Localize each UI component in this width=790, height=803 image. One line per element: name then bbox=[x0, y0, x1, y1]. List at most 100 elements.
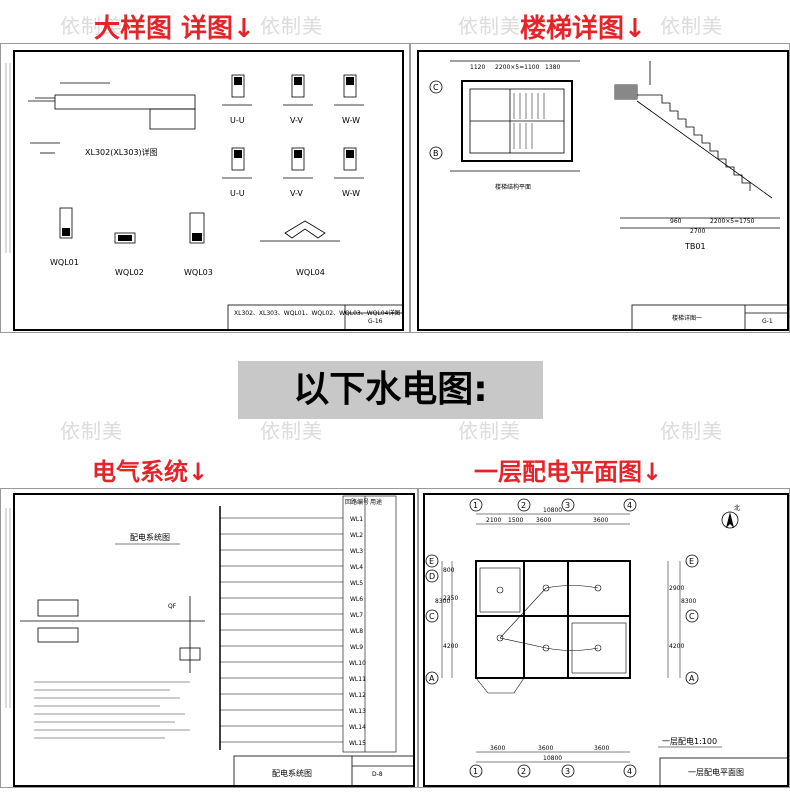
electric-drawing: 配电系统图 QF 回路编号 用途 bbox=[0, 488, 418, 788]
dim-text: 1500 bbox=[508, 517, 523, 524]
grid-label: 1 bbox=[473, 501, 478, 510]
dim-text: 8300 bbox=[435, 598, 450, 605]
circuit-code: WL14 bbox=[349, 724, 366, 731]
stair-sheet: C B 1120 2200×5=1100 1380 楼梯结构平面 960 220… bbox=[410, 43, 790, 333]
section-title-stair: 楼梯详图↓ bbox=[520, 14, 646, 44]
section-title-plan: 一层配电平面图↓ bbox=[474, 458, 663, 486]
dim-text: 2200×5=1750 bbox=[710, 218, 755, 225]
grid-label: 2 bbox=[521, 767, 526, 776]
dim-text: 3600 bbox=[538, 745, 553, 752]
axis-label: C bbox=[433, 83, 439, 92]
stair-drawing: C B 1120 2200×5=1100 1380 楼梯结构平面 960 220… bbox=[410, 43, 790, 333]
grid-label: D bbox=[429, 572, 435, 581]
sub-label: WQL04 bbox=[296, 268, 325, 277]
circuit-code: WL7 bbox=[350, 612, 363, 619]
title-block-text: 一层配电平面图 bbox=[688, 767, 744, 777]
detail-caption: XL302(XL303)详图 bbox=[85, 147, 158, 157]
watermark: 依制美 bbox=[660, 419, 723, 443]
sheet-number: D-8 bbox=[372, 771, 383, 778]
section-title-detail: 大样图 详图↓ bbox=[94, 14, 255, 44]
north-label: 北 bbox=[734, 504, 740, 512]
plan-drawing: 1 2 3 4 1 2 3 4 E D C A E C A 10800 2100… bbox=[418, 488, 790, 788]
grid-label: 4 bbox=[627, 501, 632, 510]
divider-text: 以下水电图: bbox=[293, 369, 488, 410]
circuit-code: WL5 bbox=[350, 580, 363, 587]
circuit-code: WL10 bbox=[349, 660, 366, 667]
dim-text: 2900 bbox=[669, 585, 684, 592]
watermark: 依制美 bbox=[458, 419, 521, 443]
grid-label: 2 bbox=[521, 501, 526, 510]
grid-label: 3 bbox=[565, 501, 570, 510]
title-block-text: 楼梯详图一 bbox=[672, 314, 702, 322]
dim-text: 8300 bbox=[681, 598, 696, 605]
watermark: 依制美 bbox=[60, 14, 123, 38]
section-label: V-V bbox=[290, 116, 303, 125]
circuit-code: WL3 bbox=[350, 548, 363, 555]
grid-label: E bbox=[429, 557, 434, 566]
divider-band: 以下水电图: bbox=[238, 361, 543, 419]
dim-text: 2350 bbox=[443, 595, 458, 602]
grid-label: C bbox=[429, 612, 435, 621]
sheet-number: G-16 bbox=[368, 318, 383, 325]
electric-sheet: 配电系统图 QF 回路编号 用途 bbox=[0, 488, 418, 788]
section-label: U-U bbox=[230, 189, 245, 198]
grid-label: A bbox=[429, 674, 435, 683]
dim-text: 1120 bbox=[470, 64, 485, 71]
grid-label: 1 bbox=[473, 767, 478, 776]
dim-text: 4200 bbox=[443, 643, 458, 650]
dim-text: 2200×5=1100 bbox=[495, 64, 540, 71]
watermark: 依制美 bbox=[458, 14, 521, 38]
watermark: 依制美 bbox=[60, 419, 123, 443]
grid-label: A bbox=[689, 674, 695, 683]
watermark: 依制美 bbox=[260, 419, 323, 443]
watermark: 依制美 bbox=[660, 14, 723, 38]
circuit-code: WL1 bbox=[350, 516, 363, 523]
col-header: 回路编号 bbox=[345, 498, 369, 506]
circuit-code: WL4 bbox=[350, 564, 363, 571]
detail-sheet: XL302(XL303)详图 U-U V-V W-W U-U bbox=[0, 43, 410, 333]
detail-drawing: XL302(XL303)详图 U-U V-V W-W U-U bbox=[0, 43, 410, 333]
section-label: V-V bbox=[290, 189, 303, 198]
circuit-code: WL8 bbox=[350, 628, 363, 635]
section-label: W-W bbox=[342, 189, 360, 198]
circuit-code: WL6 bbox=[350, 596, 363, 603]
section-label: W-W bbox=[342, 116, 360, 125]
plan-sheet: 1 2 3 4 1 2 3 4 E D C A E C A 10800 2100… bbox=[418, 488, 790, 788]
section-label: U-U bbox=[230, 116, 245, 125]
dim-text: 10800 bbox=[543, 507, 562, 514]
dim-text: 3600 bbox=[594, 745, 609, 752]
dim-text: 1380 bbox=[545, 64, 560, 71]
circuit-rows bbox=[220, 517, 343, 743]
sub-label: WQL03 bbox=[184, 268, 213, 277]
dim-text: 2100 bbox=[486, 517, 501, 524]
dim-text: 3600 bbox=[490, 745, 505, 752]
section-title-electric: 电气系统↓ bbox=[92, 458, 209, 486]
circuit-code: WL11 bbox=[349, 676, 366, 683]
circuit-code: WL13 bbox=[349, 708, 366, 715]
dim-text: 800 bbox=[443, 567, 455, 574]
watermark: 依制美 bbox=[260, 14, 323, 38]
grid-label: 3 bbox=[565, 767, 570, 776]
breaker-label: QF bbox=[168, 603, 177, 610]
dim-text: 10800 bbox=[543, 755, 562, 762]
grid-label: C bbox=[689, 612, 695, 621]
circuit-code: WL2 bbox=[350, 532, 363, 539]
dim-text: 3600 bbox=[593, 517, 608, 524]
circuit-code: WL15 bbox=[349, 740, 366, 747]
dim-text: 3600 bbox=[536, 517, 551, 524]
title-block-text: 配电系统图 bbox=[272, 768, 312, 778]
circuit-code: WL12 bbox=[349, 692, 366, 699]
dim-text: 4200 bbox=[669, 643, 684, 650]
diagram-title: 配电系统图 bbox=[130, 532, 170, 542]
sub-label: WQL02 bbox=[115, 268, 144, 277]
plan-caption: 楼梯结构平面 bbox=[495, 183, 531, 191]
title-block-text: XL302、XL303、WQL01、WQL02、WQL03、WQL04详图 bbox=[234, 309, 400, 317]
sheet-number: G-1 bbox=[762, 318, 773, 325]
grid-label: E bbox=[689, 557, 694, 566]
scale-label: 一层配电1:100 bbox=[662, 736, 717, 746]
grid-label: 4 bbox=[627, 767, 632, 776]
dim-text: 960 bbox=[670, 218, 682, 225]
sub-label: WQL01 bbox=[50, 258, 79, 267]
axis-label: B bbox=[433, 149, 439, 158]
section-caption: TB01 bbox=[684, 242, 706, 251]
